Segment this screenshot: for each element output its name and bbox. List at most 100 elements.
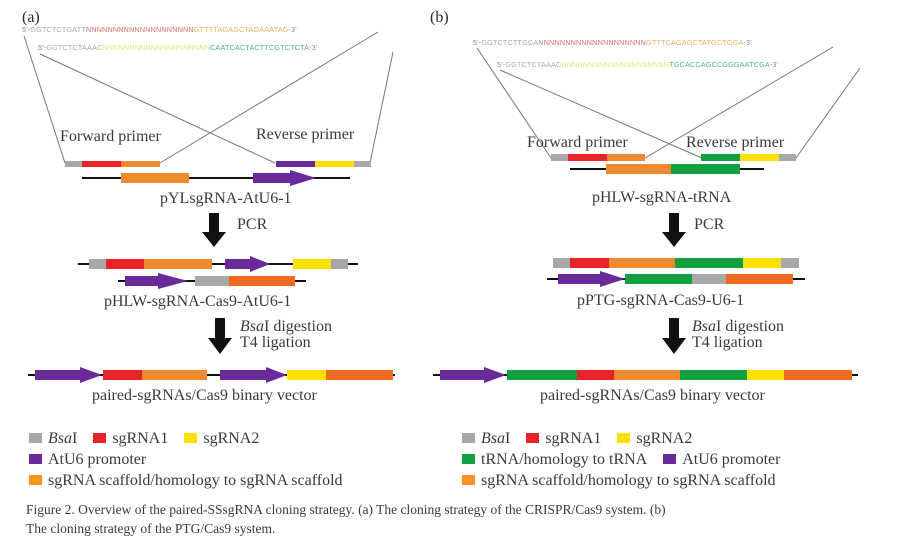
template-name: pYLsgRNA-AtU6-1: [160, 190, 292, 207]
trna-segment: [671, 164, 740, 174]
seq-n: NNNNNNNNNNNNNNNNNNNN: [86, 25, 194, 34]
seq-n: NNNNNNNNNNNNNNNNNNNN: [538, 38, 646, 47]
forward-primer-label: Forward primer: [60, 128, 162, 145]
seq-suffix: -3': [288, 25, 297, 34]
panel-b-forward-sequence: 5'-GGTCTCTTGCANNNNNNNNNNNNNNNNNNNNGTTTCA…: [473, 38, 752, 47]
legend-label: sgRNA1: [112, 430, 169, 447]
atu6-segment: [276, 161, 315, 167]
trna-segment: [680, 370, 747, 380]
seq-tail: GTTTCAGAGCTATGCTGGA: [646, 38, 743, 47]
sgrna2-segment: [743, 258, 781, 268]
forward-primer-label: Forward primer: [527, 134, 629, 151]
legend-label: sgRNA1: [545, 430, 602, 447]
legend-label-suffix: I: [505, 430, 511, 447]
seq-suffix: -3': [770, 60, 779, 69]
legend-row: tRNA/homology to tRNA AtU6 promoter: [462, 449, 792, 470]
legend-row: sgRNA scaffold/homology to sgRNA scaffol…: [462, 470, 792, 491]
sgrna2-swatch: [184, 433, 198, 443]
legend-row: BsaI sgRNA1 sgRNA2: [29, 428, 355, 449]
atu6-promoter-arrow: [125, 273, 188, 289]
legend-row: BsaI sgRNA1 sgRNA2: [462, 428, 792, 449]
legend-item-atu6: AtU6 promoter: [29, 451, 146, 468]
sgrna2-segment: [740, 154, 779, 161]
digestion-step-label: BsaI digestion: [692, 318, 784, 335]
digestion-arrow-icon: [208, 318, 232, 354]
connector-line: [39, 53, 276, 164]
scaffold-segment: [144, 259, 212, 269]
legend-label: Bsa: [48, 430, 72, 447]
scaffold-segment: [784, 370, 852, 380]
final-vector-name: paired-sgRNAs/Cas9 binary vector: [92, 387, 318, 404]
legend-label: sgRNA2: [636, 430, 693, 447]
legend-label: sgRNA scaffold/homology to sgRNA scaffol…: [48, 472, 343, 489]
reverse-primer-label: Reverse primer: [256, 126, 355, 143]
panel-a-pcr-product: [78, 256, 358, 289]
panel-b-template: [570, 164, 764, 174]
seq-tail: GTTTTAGAGCTAGAAATAG: [194, 25, 289, 34]
legend-item-scaffold: sgRNA scaffold/homology to sgRNA scaffol…: [462, 472, 776, 489]
atu6-promoter-arrow: [253, 170, 316, 186]
legend-label: Bsa: [481, 430, 505, 447]
scaffold-segment: [614, 370, 680, 380]
sgrna2-segment: [293, 259, 331, 269]
trna-segment: [675, 258, 743, 268]
connector-line: [159, 31, 379, 164]
digestion-step-label: BsaI digestion: [240, 318, 332, 335]
sgrna1-swatch: [93, 433, 107, 443]
scaffold-segment: [121, 161, 160, 167]
sgrna1-segment: [577, 370, 614, 380]
bsai-swatch: [462, 433, 475, 443]
digestion-suffix: I digestion: [264, 318, 332, 335]
connector-line: [23, 35, 66, 164]
legend-item-scaffold: sgRNA scaffold/homology to sgRNA scaffol…: [29, 472, 343, 489]
connector-line: [499, 69, 703, 159]
legend-label: AtU6 promoter: [682, 451, 781, 468]
panel-b: (b) 5'-GGTCTCTTGCANNNNNNNNNNNNNNNNNNNNGT…: [430, 9, 861, 404]
scaffold-swatch: [29, 475, 42, 485]
scaffold-segment: [606, 164, 671, 174]
connector-line: [644, 46, 834, 159]
scaffold-swatch: [462, 475, 475, 485]
enzyme-name: Bsa: [240, 318, 264, 335]
atu6-promoter-arrow: [35, 367, 102, 383]
trna-swatch: [462, 454, 475, 464]
product-name: pHLW-sgRNA-Cas9-AtU6-1: [104, 293, 291, 310]
figure-caption: Figure 2. Overview of the paired-SSsgRNA…: [26, 500, 886, 538]
caption-line-1: Figure 2. Overview of the paired-SSsgRNA…: [26, 502, 666, 517]
sgrna1-segment: [568, 154, 607, 161]
panel-a-final-vector: [28, 367, 395, 383]
atu6-swatch: [663, 454, 677, 464]
atu6-promoter-arrow: [440, 367, 506, 383]
seq-tail: TGCACCAGCCGGGAATCGA: [669, 60, 770, 69]
legend-item-bsai: BsaI: [29, 430, 77, 447]
seq-n: NNNNNNNNNNNNNNNNNNNN: [102, 43, 210, 52]
bsai-segment: [65, 161, 82, 167]
bsai-segment: [692, 274, 726, 284]
seq-suffix: -3': [743, 38, 752, 47]
legend-item-sgrna2: sgRNA2: [617, 430, 692, 447]
seq-prefix: 5'-: [473, 38, 482, 47]
seq-bsai: GGTCTCTGATT: [30, 25, 86, 34]
panel-a-connector-lines: [23, 31, 394, 164]
panel-b-reverse-primer-bar: [701, 154, 796, 161]
legend-label-suffix: I: [72, 430, 78, 447]
legend-label: sgRNA2: [203, 430, 260, 447]
connector-line: [369, 51, 394, 164]
legend-row: sgRNA scaffold/homology to sgRNA scaffol…: [29, 470, 355, 491]
bsai-segment: [551, 154, 568, 161]
sgrna1-segment: [82, 161, 121, 167]
bsai-swatch: [29, 433, 42, 443]
legend-item-sgrna1: sgRNA1: [526, 430, 601, 447]
seq-tail: CAATCACTACTTCGTCTCTA: [210, 43, 309, 52]
panel-b-pcr-product: [547, 258, 805, 287]
seq-prefix: 5'-: [22, 25, 31, 34]
seq-n: NNNNNNNNNNNNNNNNNNNN: [561, 60, 669, 69]
legend-row: AtU6 promoter: [29, 449, 355, 470]
digestion-arrow-icon: [662, 318, 686, 354]
scaffold-segment: [726, 274, 793, 284]
enzyme-name: Bsa: [692, 318, 716, 335]
legend-item-atu6: AtU6 promoter: [663, 451, 780, 468]
scaffold-segment: [609, 258, 675, 268]
seq-bsai: GGTCTCTTGCA: [481, 38, 538, 47]
connector-line: [795, 67, 861, 159]
